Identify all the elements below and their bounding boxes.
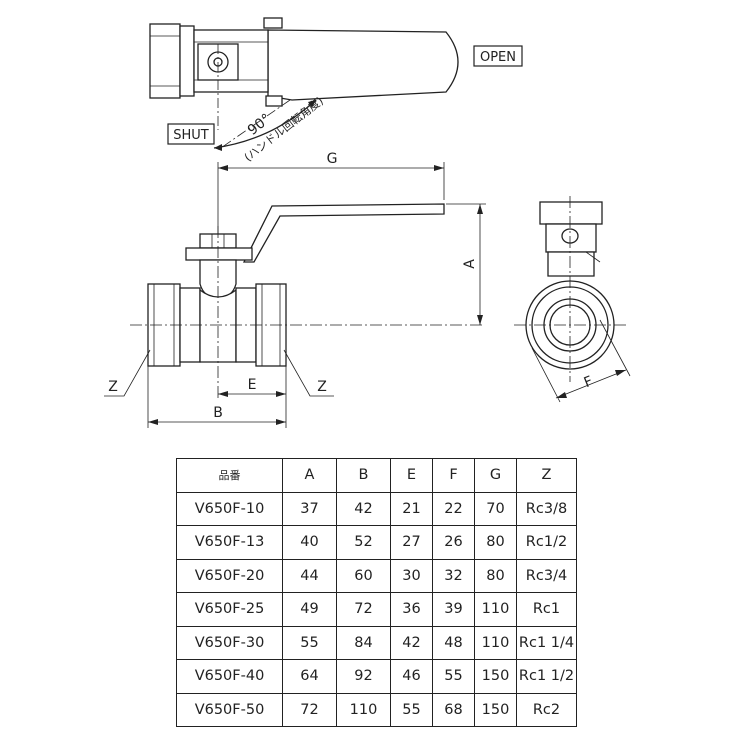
cell-b: 72 xyxy=(336,592,391,627)
side-stem-block xyxy=(545,223,597,253)
cell-model: V650F-10 xyxy=(176,491,283,526)
table-row: V650F-50 72 110 55 68 150 Rc2 xyxy=(176,692,577,727)
cell-z: Rc1 1/2 xyxy=(516,659,577,694)
cell-g: 150 xyxy=(474,659,517,694)
stop-top xyxy=(263,17,283,29)
front-view: G A E xyxy=(104,151,486,428)
cell-a: 49 xyxy=(282,592,337,627)
front-stem-washer xyxy=(185,247,253,261)
cell-g: 80 xyxy=(474,558,517,593)
cell-f: 26 xyxy=(432,525,475,560)
dim-a-label: A xyxy=(462,259,478,269)
side-lever-end xyxy=(539,201,603,225)
header-g: G xyxy=(474,458,517,493)
lever-handle xyxy=(267,29,459,101)
cell-model: V650F-40 xyxy=(176,659,283,694)
cell-f: 22 xyxy=(432,491,475,526)
table-row: V650F-40 64 92 46 55 150 Rc1 1/2 xyxy=(176,659,577,694)
cell-g: 80 xyxy=(474,525,517,560)
cell-e: 55 xyxy=(390,692,433,727)
cell-g: 150 xyxy=(474,692,517,727)
cell-f: 32 xyxy=(432,558,475,593)
cell-a: 55 xyxy=(282,625,337,660)
cell-model: V650F-20 xyxy=(176,558,283,593)
table-header-row: 品番 A B E F G Z xyxy=(176,458,577,493)
table-row: V650F-20 44 60 30 32 80 Rc3/4 xyxy=(176,558,577,593)
cell-f: 68 xyxy=(432,692,475,727)
cell-a: 64 xyxy=(282,659,337,694)
cell-b: 42 xyxy=(336,491,391,526)
cell-e: 42 xyxy=(390,625,433,660)
dim-f-label: F xyxy=(582,373,595,391)
cell-e: 46 xyxy=(390,659,433,694)
top-view: OPEN SHUT 90° (ハンドル回転角度) xyxy=(149,17,523,164)
dim-z-left-label: Z xyxy=(108,379,118,395)
table-row: V650F-10 37 42 21 22 70 Rc3/8 xyxy=(176,491,577,526)
dim-z-left-leader xyxy=(104,349,151,397)
dim-z-right-label: Z xyxy=(317,379,327,395)
open-label-box xyxy=(473,45,523,67)
open-label: OPEN xyxy=(480,50,516,65)
cell-b: 110 xyxy=(336,692,391,727)
cell-g: 110 xyxy=(474,625,517,660)
cell-a: 40 xyxy=(282,525,337,560)
header-z: Z xyxy=(516,458,577,493)
stop-bottom xyxy=(265,95,283,107)
cell-model: V650F-30 xyxy=(176,625,283,660)
cell-e: 30 xyxy=(390,558,433,593)
header-model: 品番 xyxy=(176,458,283,493)
header-f: F xyxy=(432,458,475,493)
cell-model: V650F-25 xyxy=(176,592,283,627)
table-row: V650F-25 49 72 36 39 110 Rc1 xyxy=(176,592,577,627)
spec-table: 品番 A B E F G Z V650F-10 37 42 21 22 70 R… xyxy=(176,458,577,727)
cell-b: 52 xyxy=(336,525,391,560)
side-view: F xyxy=(514,196,631,403)
front-lever xyxy=(242,203,445,263)
cell-z: Rc3/4 xyxy=(516,558,577,593)
side-neck xyxy=(547,251,595,277)
cell-z: Rc2 xyxy=(516,692,577,727)
shut-label-box xyxy=(167,123,215,145)
cell-model: V650F-13 xyxy=(176,525,283,560)
table-row: V650F-30 55 84 42 48 110 Rc1 1/4 xyxy=(176,625,577,660)
cell-z: Rc3/8 xyxy=(516,491,577,526)
cell-g: 110 xyxy=(474,592,517,627)
cell-b: 92 xyxy=(336,659,391,694)
technical-drawing: OPEN SHUT 90° (ハンドル回転角度) G xyxy=(104,17,631,428)
cell-b: 84 xyxy=(336,625,391,660)
end-cap xyxy=(149,23,181,99)
cell-f: 39 xyxy=(432,592,475,627)
cell-z: Rc1 xyxy=(516,592,577,627)
dim-z-right-leader xyxy=(283,349,334,397)
cell-e: 21 xyxy=(390,491,433,526)
header-b: B xyxy=(336,458,391,493)
rotation-arc xyxy=(213,99,317,149)
cell-a: 44 xyxy=(282,558,337,593)
header-e: E xyxy=(390,458,433,493)
table-row: V650F-13 40 52 27 26 80 Rc1/2 xyxy=(176,525,577,560)
dim-b-label: B xyxy=(213,405,223,421)
cell-e: 27 xyxy=(390,525,433,560)
cell-a: 37 xyxy=(282,491,337,526)
dim-f-line xyxy=(555,369,627,399)
cell-b: 60 xyxy=(336,558,391,593)
dim-g-label: G xyxy=(327,151,338,167)
cell-model: V650F-50 xyxy=(176,692,283,727)
cell-z: Rc1 1/4 xyxy=(516,625,577,660)
cell-f: 48 xyxy=(432,625,475,660)
shut-label: SHUT xyxy=(173,128,209,143)
hex-nut xyxy=(179,25,195,97)
dim-e-label: E xyxy=(248,377,257,393)
cell-f: 55 xyxy=(432,659,475,694)
cell-g: 70 xyxy=(474,491,517,526)
cell-z: Rc1/2 xyxy=(516,525,577,560)
cell-a: 72 xyxy=(282,692,337,727)
cell-e: 36 xyxy=(390,592,433,627)
header-a: A xyxy=(282,458,337,493)
